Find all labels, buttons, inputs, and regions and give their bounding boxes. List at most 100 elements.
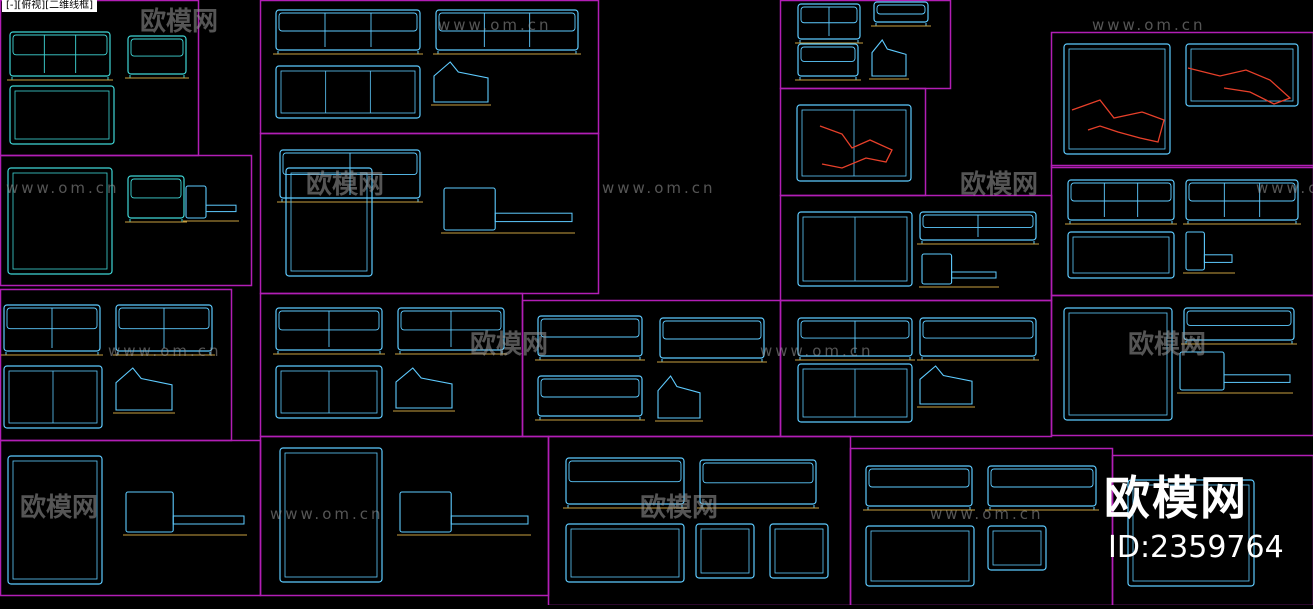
sofa-plan-view [696, 524, 754, 578]
model-id-text: ID:2359764 [1108, 530, 1284, 566]
sofa-front-elevation [985, 466, 1099, 510]
seat-area [775, 529, 823, 573]
sofa-front-elevation [657, 318, 767, 362]
sofa-bed-extended-side [123, 492, 247, 535]
bed-extension [1224, 375, 1290, 383]
seat-area [15, 91, 109, 139]
sofa-plan-view [1068, 232, 1174, 278]
sofa-backrest [923, 321, 1033, 338]
sofa-plan-outline [1064, 308, 1172, 420]
bed-extension [1204, 255, 1232, 263]
sofa-plan-view [798, 364, 912, 422]
watermark-logo-text: 欧模网 [306, 169, 384, 200]
sofa-backrest [541, 379, 639, 397]
sofa-plan-outline [566, 524, 684, 582]
sofa-plan-outline [988, 526, 1046, 570]
watermark-logo-text: 欧模网 [960, 169, 1038, 200]
drawing-frame [1052, 296, 1313, 436]
sofa-backrest [1071, 183, 1171, 201]
drawing-frame [261, 294, 523, 437]
sofa-plan-view [866, 526, 974, 586]
watermark-logo-text: 欧模网 [470, 329, 548, 360]
sofa-plan-view [566, 524, 684, 582]
sofa-plan-outline [276, 66, 420, 118]
sofa-backrest [663, 321, 761, 339]
sofa-front-elevation [273, 10, 423, 54]
seat-area [571, 529, 679, 577]
reclining-person-figure [820, 126, 892, 168]
sofa-plan-outline [1186, 44, 1298, 106]
sofa-plan-view [276, 366, 382, 418]
watermark-url-text: www.om.cn [760, 342, 874, 360]
sofa-front-elevation [795, 4, 863, 43]
sofa-outline [866, 466, 972, 506]
sofa-bed-extended-side [919, 254, 999, 287]
sofa-front-elevation [273, 308, 385, 354]
sofa-plan-view [798, 212, 912, 286]
side-profile [434, 62, 488, 102]
sofa-plan-view [1186, 44, 1298, 106]
sofa-body [444, 188, 495, 230]
watermark-url-text: www.om.cn [270, 505, 384, 523]
sofa-outline [798, 44, 858, 76]
sofa-plan-view [770, 524, 828, 578]
sofa-body [922, 254, 952, 284]
sofa-front-elevation [535, 316, 645, 360]
sofa-backrest [131, 179, 181, 198]
sofa-side-view [393, 368, 455, 411]
bed-extension [451, 516, 528, 524]
bed-extension [495, 213, 572, 221]
sofa-backrest [279, 13, 417, 31]
sofa-plan-outline [1064, 44, 1170, 154]
sofa-front-elevation [7, 32, 113, 80]
sofa-outline [1068, 180, 1174, 220]
sofa-front-elevation [917, 318, 1039, 360]
sofa-backrest [569, 461, 681, 482]
sofa-plan-outline [770, 524, 828, 578]
sofa-front-elevation [125, 36, 189, 78]
sofa-front-elevation [535, 376, 645, 420]
sofa-outline [538, 376, 642, 416]
sofa-side-view [869, 40, 909, 79]
bed-extension [206, 205, 236, 211]
sofa-outline [10, 32, 110, 76]
sofa-backrest [1187, 311, 1291, 325]
viewport-view-tab[interactable]: [-][俯视][二维线框] [2, 0, 97, 12]
watermark-layer: 欧模网欧模网欧模网欧模网欧模网欧模网欧模网www.om.cnwww.om.cnw… [6, 6, 1313, 523]
sofa-bed-extended-side [397, 492, 531, 535]
bed-extension [173, 516, 244, 524]
sofa-backrest [703, 463, 813, 483]
watermark-url-text: www.om.cn [6, 179, 120, 197]
watermark-logo-text: 欧模网 [1128, 329, 1206, 360]
seat-area [1069, 313, 1167, 415]
side-profile [396, 368, 452, 408]
sofa-front-elevation [863, 466, 975, 510]
sofa-bed-extended-side [183, 186, 239, 221]
sofa-backrest [13, 35, 107, 55]
sofa-body [1186, 232, 1204, 270]
bed-extension [952, 272, 996, 278]
reclining-person-figure [1072, 100, 1164, 142]
sofa-outline [660, 318, 764, 358]
reclining-person-figure [1188, 68, 1290, 104]
sofa-side-view [431, 62, 491, 105]
brand-logo-text: 欧模网 [1104, 470, 1248, 526]
sofa-backrest [869, 469, 969, 487]
sofa-plan-view [797, 105, 911, 181]
seat-area [1069, 49, 1165, 149]
sofa-plan-view [4, 366, 102, 428]
sofa-bed-extended-side [441, 188, 575, 233]
sofa-backrest [877, 5, 925, 14]
sofa-front-elevation [125, 176, 187, 222]
side-profile [920, 366, 972, 404]
side-profile [872, 40, 906, 76]
seat-area [1073, 237, 1169, 273]
watermark-url-text: www.om.cn [438, 16, 552, 34]
seat-area [871, 531, 969, 581]
sofa-body [126, 492, 173, 532]
sofa-front-elevation [871, 2, 931, 26]
sofa-plan-view [10, 86, 114, 144]
side-profile [658, 376, 700, 418]
sofa-outline [128, 36, 186, 74]
sofa-backrest [131, 39, 183, 56]
